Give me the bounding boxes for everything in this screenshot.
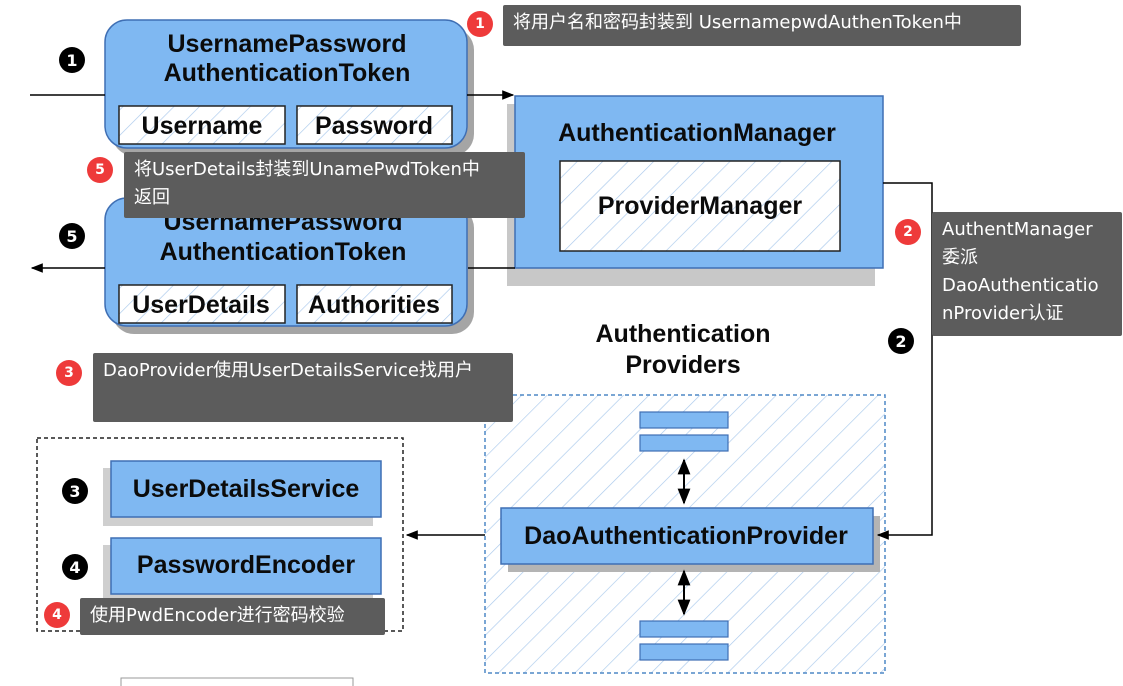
providers-container: DaoAuthenticationProvider — [484, 394, 886, 674]
arrow-manager-to-provider — [876, 182, 933, 540]
token-out-field1: UserDetails — [132, 291, 270, 319]
provider-stub-top-2 — [639, 434, 729, 452]
step-marker-5: 5 — [59, 223, 85, 249]
provider-manager-box — [559, 160, 841, 252]
callout-2-line1: AuthentManager — [942, 219, 1093, 240]
callout-2-badge: 2 — [895, 219, 921, 245]
callout-3-text: DaoProvider使用UserDetailsService找用户 — [103, 360, 473, 381]
callout-4-text: 使用PwdEncoder进行密码校验 — [90, 605, 345, 626]
token-out-field2-box — [296, 284, 453, 324]
callout-5-line1: 将UserDetails封装到UnamePwdToken中 — [134, 159, 480, 180]
callout-1-text: 将用户名和密码封装到 UsernamepwdAuthenToken中 — [513, 12, 962, 33]
callout-2-line2: 委派 — [942, 247, 978, 268]
svg-text:4: 4 — [69, 558, 80, 577]
provider-stub-bottom-1 — [639, 620, 729, 638]
callout-4: 使用PwdEncoder进行密码校验 — [80, 598, 385, 635]
token-in-node: UsernamePassword AuthenticationToken Use… — [104, 19, 474, 156]
step-marker-2: 2 — [888, 328, 914, 354]
callout-2: AuthentManager 委派 DaoAuthenticatio nProv… — [932, 212, 1122, 336]
svg-text:1: 1 — [66, 51, 77, 70]
provider-manager-label: ProviderManager — [598, 192, 803, 220]
svg-text:3: 3 — [69, 482, 80, 501]
user-details-service-box — [110, 460, 382, 518]
provider-stub-top-1 — [639, 411, 729, 429]
providers-title-line1: Authentication — [596, 320, 771, 348]
manager-title: AuthenticationManager — [558, 119, 836, 147]
token-in-field2-box — [296, 105, 453, 145]
step-marker-1: 1 — [59, 47, 85, 73]
callout-2-line4: nProvider认证 — [942, 303, 1064, 324]
callout-4-badge: 4 — [44, 602, 70, 628]
providers-title-line2: Providers — [625, 351, 740, 379]
authentication-manager-node: AuthenticationManager ProviderManager — [507, 95, 884, 286]
callout-5-badge: 5 — [87, 157, 113, 183]
step-marker-3: 3 — [62, 478, 88, 504]
callout-3-badge: 3 — [56, 360, 82, 386]
user-details-service-label: UserDetailsService — [133, 475, 360, 503]
cropped-caption-box — [120, 677, 354, 686]
token-in-title-line2: AuthenticationToken — [164, 59, 411, 87]
provider-stub-bottom-2 — [639, 643, 729, 661]
callout-1-badge: 1 — [467, 11, 493, 37]
callout-5: 将UserDetails封装到UnamePwdToken中 返回 — [124, 152, 525, 218]
token-out-node: UsernamePassword AuthenticationToken Use… — [104, 197, 474, 334]
svg-text:5: 5 — [66, 227, 77, 246]
token-in-field1-box — [118, 105, 286, 145]
token-out-title-line2: AuthenticationToken — [160, 238, 407, 266]
callout-2-line3: DaoAuthenticatio — [942, 275, 1099, 296]
token-in-title-line1: UsernamePassword — [167, 30, 406, 58]
token-out-field2: Authorities — [308, 291, 440, 319]
token-in-field2: Password — [315, 112, 433, 140]
password-encoder-box — [110, 537, 382, 595]
callout-1: 将用户名和密码封装到 UsernamepwdAuthenToken中 — [503, 5, 1021, 46]
dao-provider-label: DaoAuthenticationProvider — [524, 522, 848, 550]
callout-5-line2: 返回 — [134, 187, 170, 208]
step-marker-4: 4 — [62, 554, 88, 580]
token-out-field1-box — [118, 284, 286, 324]
svg-text:2: 2 — [895, 332, 906, 351]
dao-provider-box — [500, 507, 874, 565]
password-encoder-label: PasswordEncoder — [137, 551, 355, 579]
token-in-field1: Username — [142, 112, 263, 140]
callout-3: DaoProvider使用UserDetailsService找用户 — [93, 353, 513, 422]
